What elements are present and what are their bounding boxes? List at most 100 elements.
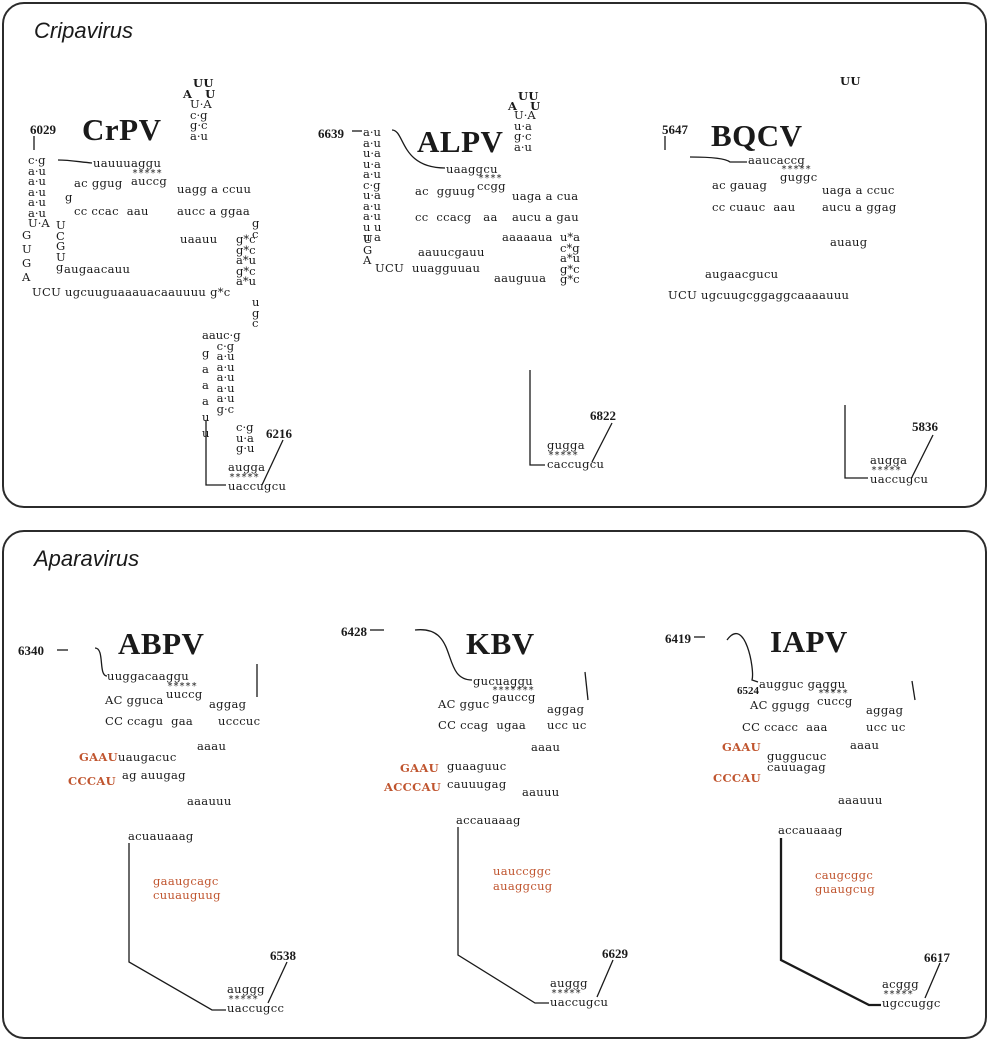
panel-title: Cripavirus [34,18,134,43]
helix-row-1: ac ggug [74,176,123,190]
bottom-strand-2: UCU ugcuuguaaauacaauuuu g*c [32,285,231,299]
start-codon: auggg [550,976,588,990]
pk-stars-col: u*a c*g a*u g*c g*c [560,230,581,286]
aaauuu-strand: aaauuu [187,794,232,808]
pseudoknot-linker: aaucaccg [748,153,806,167]
end-sequence: uaccugcu [870,472,929,486]
cripavirus-panel: Cripavirus [2,2,987,508]
pseudoknot-bottom: ccgg [477,179,506,193]
pseudoknot-linker: gucuaggu [473,674,534,688]
codon-stars: ***** [883,989,914,1000]
helix-row-1b: uaga a ccuc [822,183,895,197]
helix-row-g: g [65,190,73,204]
bottom-strand-2: UCU uuagguuau [375,261,481,275]
top-stem: U·A c·g g·c a·u [190,97,212,143]
end-position: 6629 [602,946,628,961]
stem-inner: U C G U g [56,218,66,274]
mid-strand-2: cauuagag [767,760,826,774]
mid-strand: aaaaaua [502,230,553,244]
bottom-strand-1: augaacauu [64,262,131,276]
start-codon: gugga [547,438,585,452]
helix-row-1: AC gguca [105,693,164,707]
bottom-strand-3: aauguua [494,271,547,285]
pseudoknot-bottom: cuccg [817,694,853,708]
red-loop-bottom: ACCCAU [384,780,442,794]
pseudoknot-bottom: auccg [131,174,168,188]
start-codon: augga [228,460,266,474]
pseudoknot-bottom: gauccg [492,690,536,704]
virus-name: ABPV [118,626,205,661]
bottom-strand-1: augaacgucu [705,267,779,281]
pseudoknot-stars: ******* [492,685,535,696]
pseudoknot-stars: ***** [167,681,198,692]
mid-strand: auaug [830,235,868,249]
pseudoknot-linker: augguc gaggu [759,677,846,691]
virus-name: IAPV [770,624,848,659]
helix-row-2b: ucc uc [547,718,587,732]
helix-row-1b: aggag [547,702,585,716]
helix-row-2b: aucc a ggaa [177,204,251,218]
lower-head: acuauaaag [128,829,194,843]
mid-strand-1: uaugacuc [118,750,177,764]
bottom-strand-2: UCU ugcuugcggaggcaaaauuu [668,288,850,302]
pseudoknot-stars: ***** [818,688,849,699]
red-hairpin-top: uauccggc [493,864,552,878]
red-loop-top: GAAU [400,761,439,775]
lower-head: accauaaag [456,813,521,827]
end-sequence: uaccugcc [227,1001,285,1015]
aaauuu-strand: aaauuu [838,793,883,807]
tail-stem: c·g u·a g·u [236,420,255,455]
red-loop-bottom: CCCAU [713,771,761,785]
mid-strand-2: cauuugag [447,777,507,791]
start-position: 6639 [318,126,344,141]
pseudoknot-bottom: guggc [780,170,818,184]
red-hairpin-bottom: auaggcug [493,879,553,893]
helix-row-1b: uaga a cua [512,189,579,203]
end-position: 6538 [270,948,296,963]
stem-left-tail: U G A [363,232,373,267]
red-hairpin-top: gaaugcagc [153,874,219,888]
aauuu-strand: aauuu [522,785,560,799]
aaau-strand: aaau [531,740,561,754]
codon-stars: ***** [548,450,579,461]
helix-row-2: cc cuauc aau [712,200,796,214]
pseudoknot-linker: uauuuaggu [93,156,162,170]
virus-name: CrPV [82,112,162,147]
end-position: 6617 [924,950,950,965]
codon-stars: ***** [871,465,902,476]
stem-left: c·g a·u a·u a·u a·u a·u U·A [28,153,50,230]
helix-row-1b: uagg a ccuu [177,182,252,196]
helix-row-1: AC gguc [438,697,490,711]
codon-stars: ***** [229,472,260,483]
start-position: 5647 [662,122,688,137]
stem-left-tail: G U G A [22,228,32,284]
end-position: 5836 [912,419,938,434]
pseudoknot-stars: **** [478,173,503,184]
mid-strand: uaauu [180,232,218,246]
helix-row-2b: ucccuc [218,714,261,728]
pseudoknot-linker: uaaggcu [446,162,498,176]
helix-row-2b: aucu a gau [512,210,579,224]
stem-left: a·u a·u u·a u·a a·u c·g u·a a·u a·u u u … [363,125,382,244]
end-sequence: caccugcu [547,457,605,471]
helix-row-2b: ucc uc [866,720,906,734]
top-loop: UU [840,74,861,88]
mid-strand-1: guaaguuc [447,759,507,773]
top-loop: UU [193,76,214,90]
aaau-strand: aaau [197,739,227,753]
virus-name: ALPV [417,124,504,159]
red-hairpin-bottom: guaugcug [815,882,876,896]
virus-name: BQCV [711,118,803,153]
helix-row-2: CC ccacc aaa [742,720,828,734]
helix-row-1b: aggag [209,697,247,711]
helix-row-1: AC ggugg [750,698,811,712]
lower-stem: aauc·g c·g a·u a·u a·u a·u a·u g·c [202,328,241,416]
start-position: 6419 [665,631,691,646]
red-hairpin-top: caugcggc [815,868,874,882]
red-loop-bottom: CCCAU [68,774,116,788]
end-sequence: ugccuggc [882,996,941,1010]
virus-name: KBV [466,626,535,661]
helix-row-1b: aggag [866,703,904,717]
panel-title: Aparavirus [34,546,140,571]
lower-head: accauaaag [778,823,843,837]
